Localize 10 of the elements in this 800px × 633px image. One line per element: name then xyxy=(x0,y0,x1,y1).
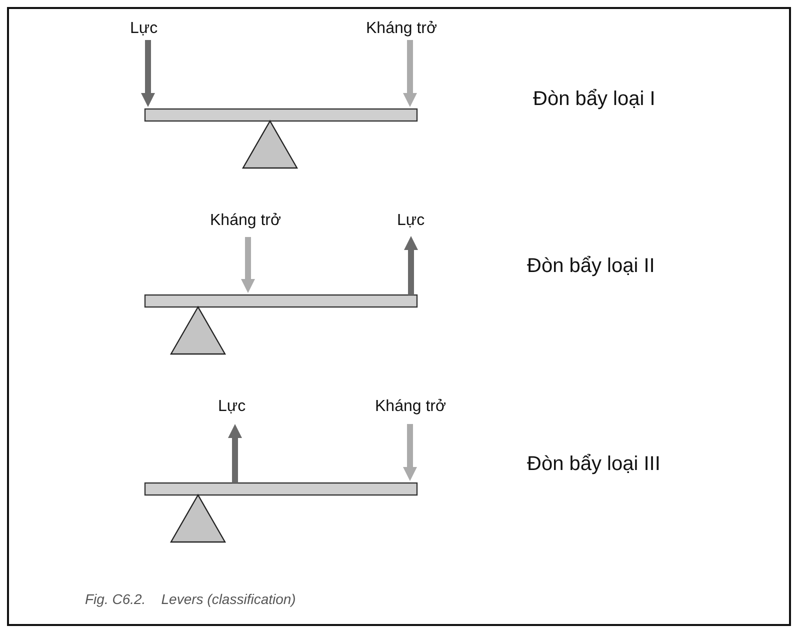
force-label: Lực xyxy=(397,212,425,230)
lever-type-label: Đòn bẩy loại III xyxy=(527,453,660,476)
force-label: Lực xyxy=(130,20,158,38)
lever-type-label: Đòn bẩy loại I xyxy=(533,88,656,111)
figure-caption: Fig. C6.2. Levers (classification) xyxy=(85,591,296,607)
resistance-label: Kháng trở xyxy=(210,212,281,230)
resistance-label: Kháng trở xyxy=(375,398,446,416)
lever-type-label: Đòn bẩy loại II xyxy=(527,255,655,278)
resistance-label: Kháng trở xyxy=(366,20,437,38)
force-label: Lực xyxy=(218,398,246,416)
